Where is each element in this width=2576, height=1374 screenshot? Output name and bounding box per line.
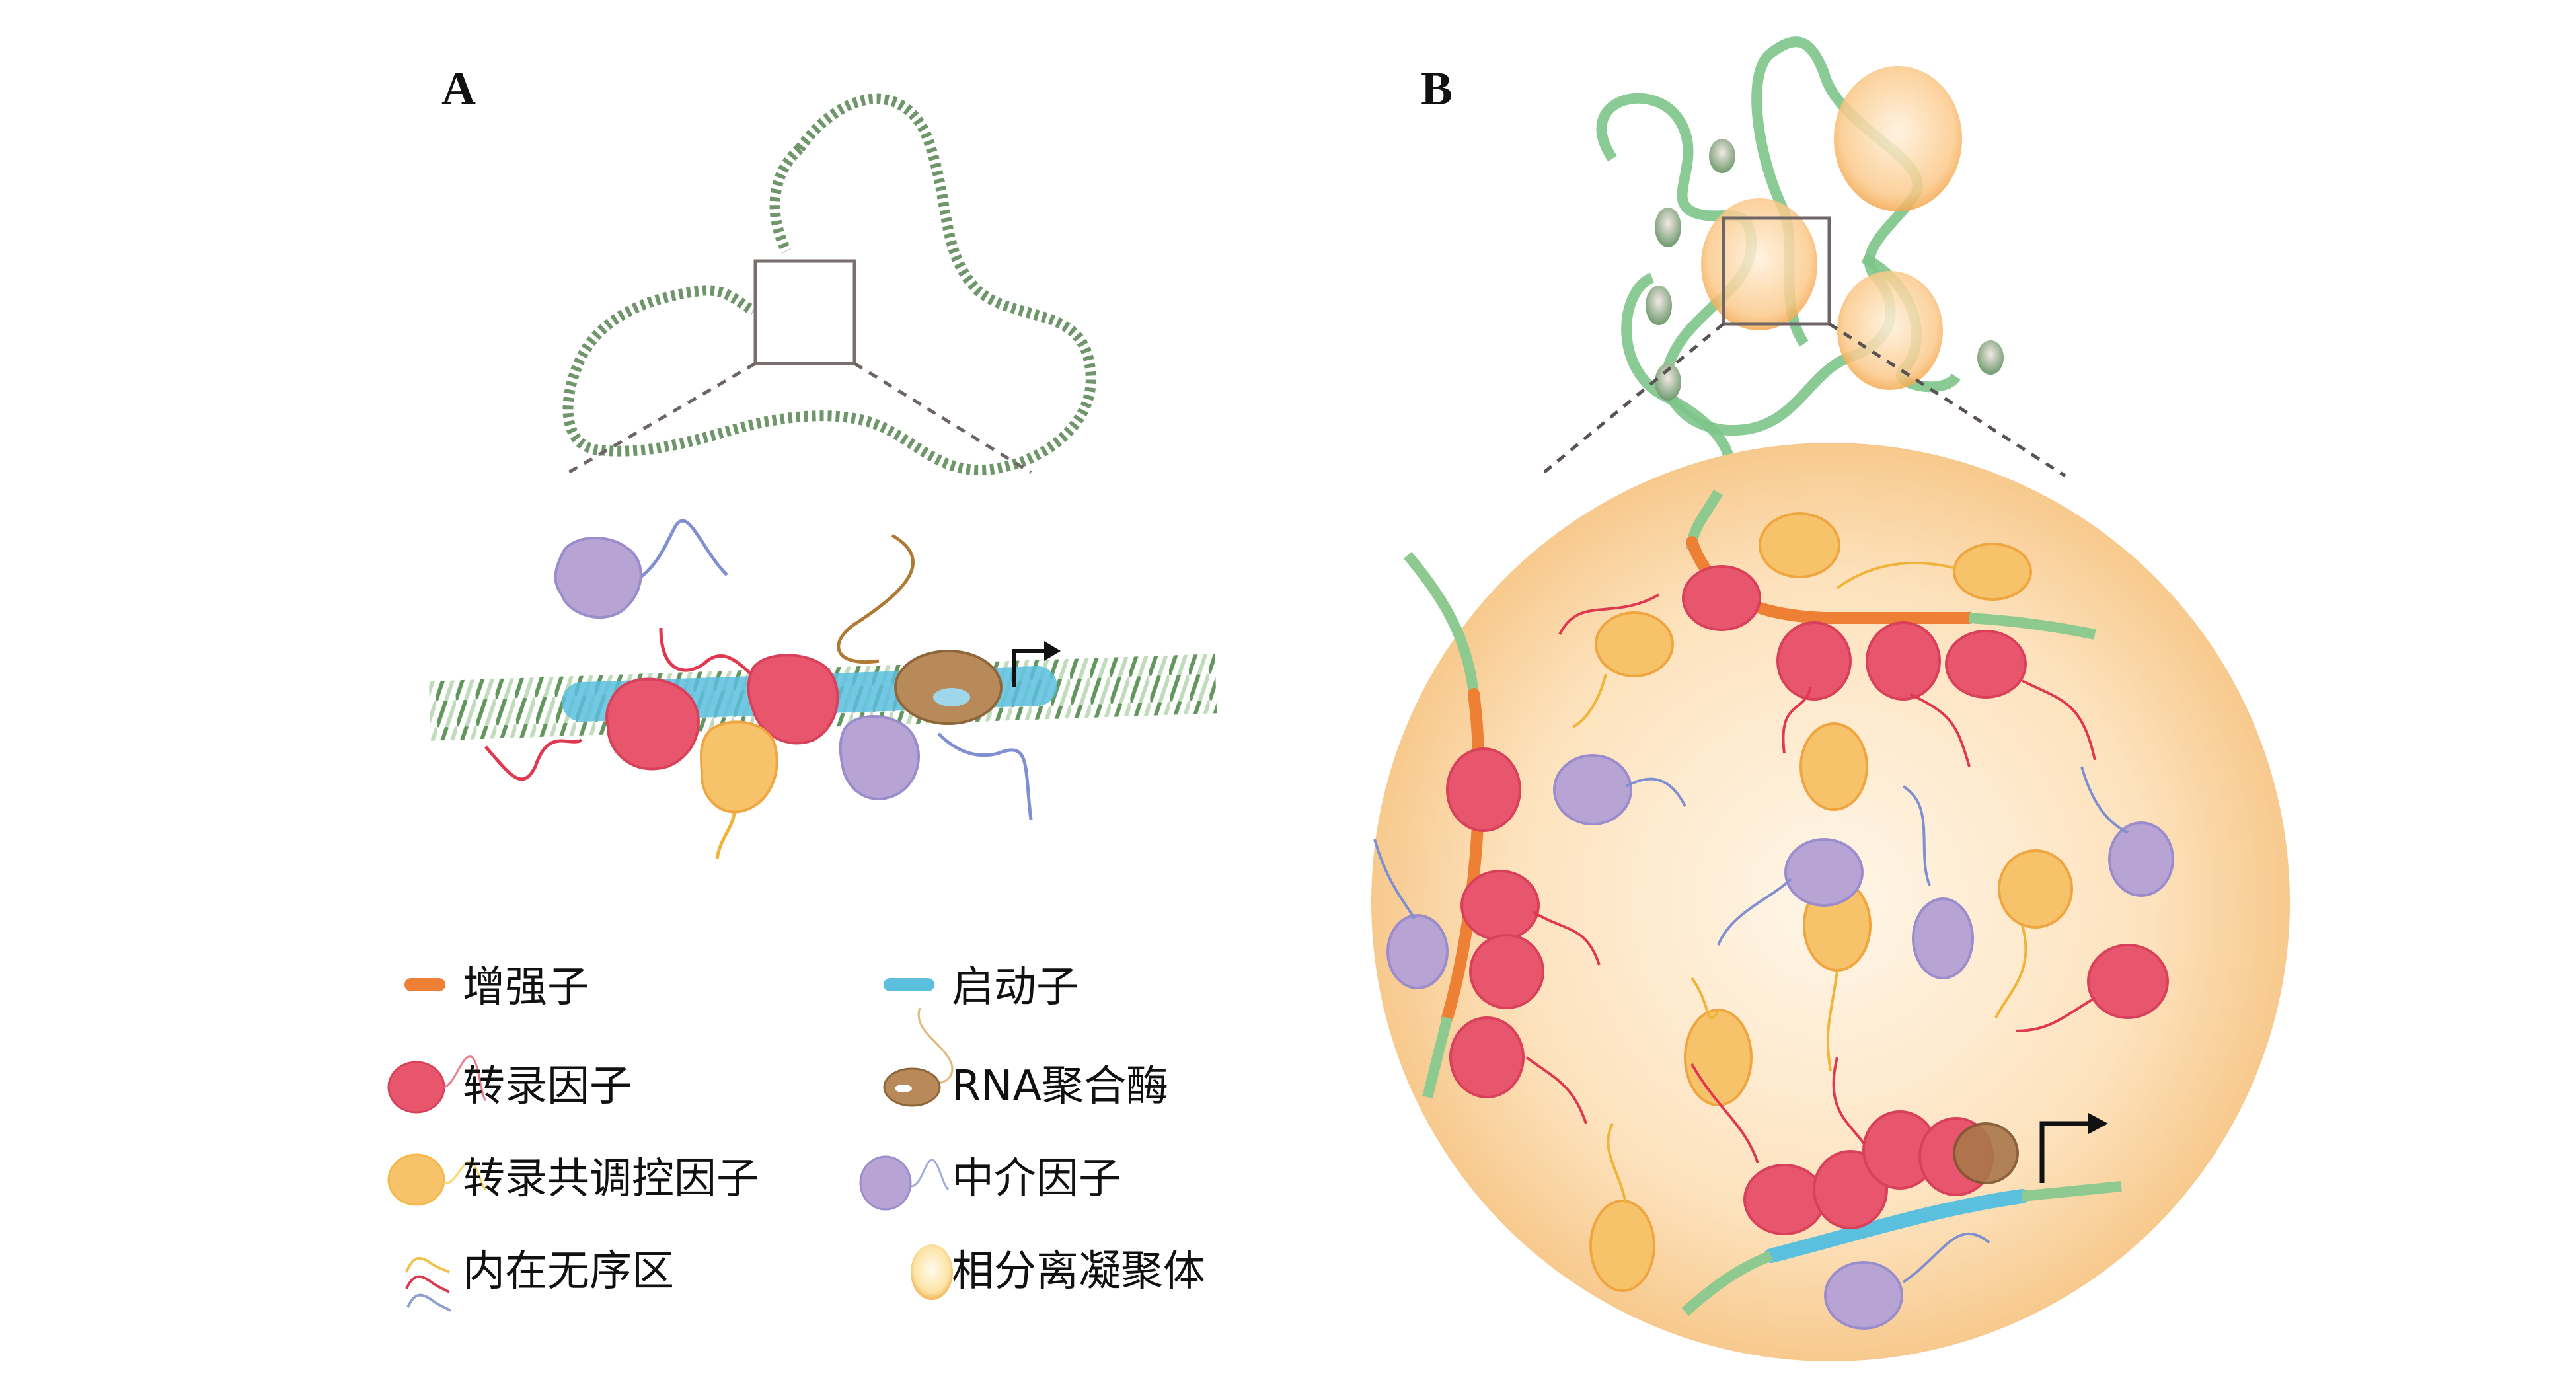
rna-polymerase-tail xyxy=(837,533,915,664)
condensate-droplet xyxy=(1701,198,1817,330)
promoter-segment xyxy=(1764,1189,2029,1263)
nucleosome xyxy=(1977,340,2004,375)
mediator-protein xyxy=(1386,914,1449,989)
chromatin-fiber xyxy=(1596,36,1923,436)
panel-a-transcription-complex xyxy=(428,519,1217,860)
promoter-bar-icon xyxy=(884,978,934,991)
rna-polymerase-icon xyxy=(883,1007,954,1107)
transcription-factor-protein xyxy=(2087,944,2169,1019)
dna-double-helix xyxy=(562,93,1096,476)
legend-label-condensate: 相分离凝聚体 xyxy=(952,1247,1205,1296)
panel-label-b: B xyxy=(1421,62,1453,115)
nucleosome xyxy=(1709,139,1735,173)
transcription-factor-protein xyxy=(1945,630,2027,699)
transcription-factor-protein xyxy=(1776,621,1852,701)
rna-polymerase xyxy=(894,650,1003,725)
transcription-factor-protein xyxy=(747,654,839,745)
legend-label-idr: 内在无序区 xyxy=(463,1247,674,1296)
zoom-line-left-a xyxy=(567,362,757,475)
panel-label-a: A xyxy=(441,62,476,115)
zoom-line-right-b xyxy=(1828,322,2066,478)
chromatin-segment xyxy=(1422,1016,1453,1098)
chromatin-segment xyxy=(1403,551,1479,695)
zoom-line-right-a xyxy=(853,362,1032,475)
mediator-protein xyxy=(1553,754,1632,825)
mediator-protein xyxy=(554,537,642,619)
enhancer-segment xyxy=(1441,688,1485,1024)
nucleosome xyxy=(1655,363,1681,401)
legend-label-rna-polymerase: RNA聚合酶 xyxy=(952,1062,1168,1111)
mediator-icon xyxy=(859,1155,950,1211)
legend-label-transcription-factor: 转录因子 xyxy=(463,1062,632,1111)
idr-tail xyxy=(633,519,728,584)
zoom-box-b xyxy=(1722,216,1831,326)
mediators xyxy=(1386,754,2174,1330)
tss-arrow-icon xyxy=(1012,649,1044,687)
mediator-protein xyxy=(1912,897,1974,979)
legend-label-coactivator: 转录共调控因子 xyxy=(463,1155,759,1203)
coactivator-protein xyxy=(700,720,778,814)
transcription-factor-protein xyxy=(1460,870,1540,941)
legend: 增强子 启动子 转录因子 RNA聚合酶 转录共调控因子 中介因子 xyxy=(387,963,1205,1312)
legend-label-enhancer: 增强子 xyxy=(463,963,589,1012)
idr-tail xyxy=(937,732,1033,820)
coactivator-protein xyxy=(1684,1009,1753,1106)
zoom-line-left-b xyxy=(1538,323,1725,477)
transcription-factor-protein xyxy=(1449,1016,1525,1098)
tss-arrow-icon xyxy=(2039,1121,2088,1183)
condensate-droplet xyxy=(1837,271,1943,390)
idr-tails-b xyxy=(1373,561,2129,1283)
mediator-protein xyxy=(1784,838,1864,907)
rna-polymerase xyxy=(1953,1122,2019,1184)
tss-arrowhead xyxy=(1044,641,1061,661)
mediator-protein xyxy=(839,715,920,800)
idr-tail xyxy=(484,738,583,781)
tss-arrowhead xyxy=(2088,1113,2108,1134)
chromatin-segment xyxy=(2022,1181,2122,1202)
nucleosome xyxy=(1646,286,1672,325)
transcription-factor-protein xyxy=(1469,934,1544,1009)
panel-b-condensate-zoom xyxy=(1371,443,2290,1361)
transcription-factor-icon xyxy=(387,1055,487,1114)
coactivator-protein xyxy=(1799,722,1868,811)
enhancer-bar-icon xyxy=(404,978,445,991)
chromatin-segment xyxy=(1681,1250,1773,1316)
coactivator-protein xyxy=(1759,512,1840,578)
condensate-droplet xyxy=(1834,66,1962,211)
coactivator-protein xyxy=(1595,611,1674,677)
coactivator-protein xyxy=(1589,1200,1655,1292)
panel-a-dna-overview xyxy=(562,93,1096,476)
panel-b-chromatin-overview xyxy=(1538,36,2066,481)
idr-lines-icon xyxy=(405,1256,451,1312)
chromatin-segment xyxy=(1969,613,2096,640)
legend-label-mediator: 中介因子 xyxy=(952,1155,1121,1203)
transcription-factor-protein xyxy=(605,677,700,771)
legend-label-promoter: 启动子 xyxy=(952,963,1079,1012)
coactivator-protein xyxy=(1953,543,2032,601)
mediator-protein xyxy=(1824,1261,1903,1330)
nucleosome xyxy=(1655,208,1681,247)
mediator-protein xyxy=(2108,821,2174,897)
condensate-sphere-icon xyxy=(911,1244,953,1300)
transcription-factor-protein xyxy=(1682,565,1761,631)
zoom-box-a xyxy=(753,259,856,365)
coactivator-icon xyxy=(387,1153,487,1206)
transcription-factor-protein xyxy=(1446,747,1521,832)
transcription-factors xyxy=(1446,565,2169,1235)
transcription-factor-protein xyxy=(1866,621,1941,701)
transcription-factor-protein xyxy=(1743,1164,1825,1235)
coactivator-protein xyxy=(1998,849,2073,929)
rna-polymerase-hole xyxy=(933,688,970,706)
